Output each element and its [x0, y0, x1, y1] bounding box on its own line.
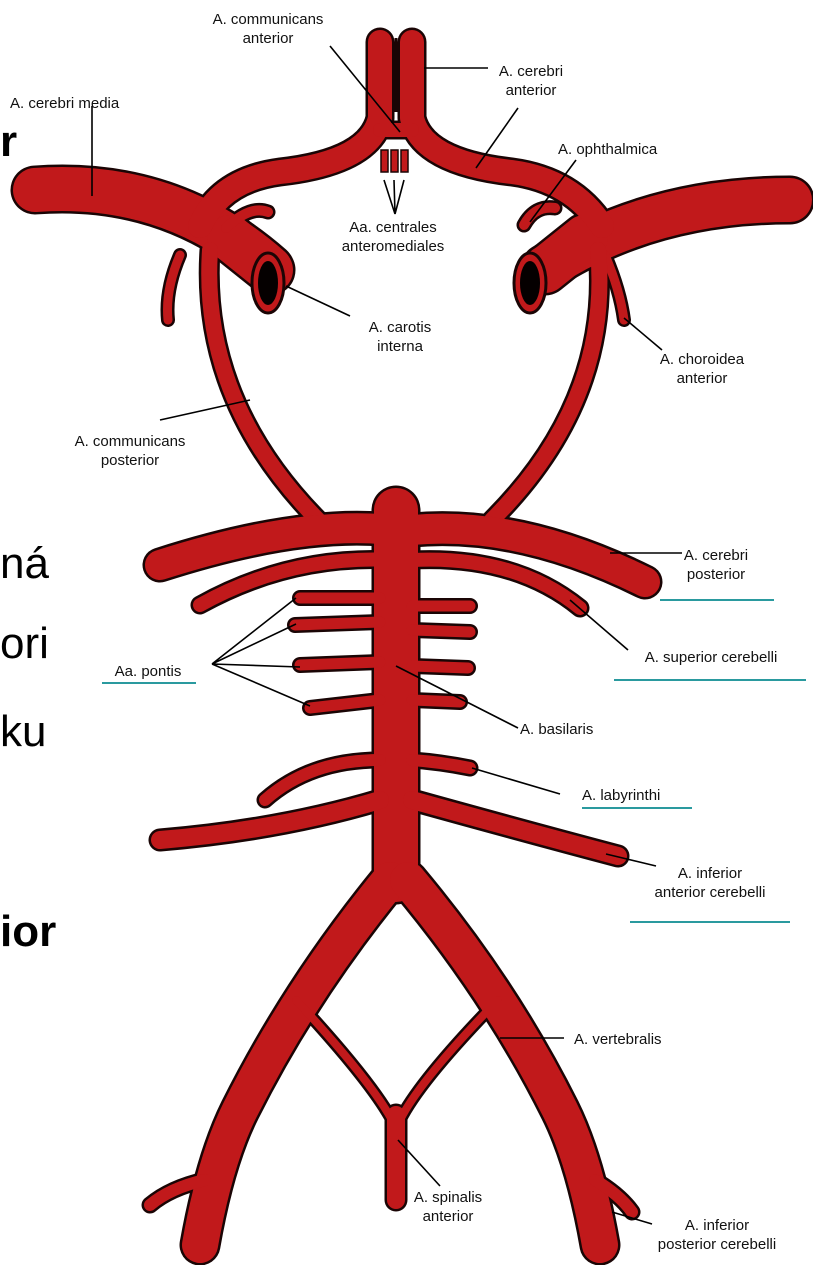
- label-centrales-anteromediales: Aa. centrales anteromediales: [308, 218, 478, 256]
- label-inferior-posterior-cerebelli: A. inferior posterior cerebelli: [636, 1216, 798, 1254]
- artery-carotis-segment-right: [545, 238, 585, 270]
- leader-labyrinthi: [472, 768, 560, 794]
- label-cerebri-anterior: A. cerebri anterior: [476, 62, 586, 100]
- artery-pontis-2-left: [295, 622, 380, 625]
- label-superior-cerebelli: A. superior cerebelli: [614, 648, 808, 667]
- label-choroidea-anterior: A. choroidea anterior: [632, 350, 772, 388]
- artery-spinalis-left: [296, 1000, 392, 1120]
- leader-pontis: [212, 598, 310, 706]
- carotis-lumen-right: [520, 261, 540, 305]
- label-inferior-anterior-cerebelli: A. inferior anterior cerebelli: [632, 864, 788, 902]
- carotid-cut-ends: [252, 253, 546, 313]
- artery-centrales-3: [401, 150, 408, 172]
- label-communicans-posterior: A. communicans posterior: [60, 432, 200, 470]
- carotis-lumen-left: [258, 261, 278, 305]
- artery-centrales-1: [381, 150, 388, 172]
- label-pontis: Aa. pontis: [100, 662, 196, 681]
- leader-choroidea: [624, 318, 662, 350]
- label-cerebri-media: A. cerebri media: [10, 94, 170, 113]
- label-basilaris: A. basilaris: [520, 720, 626, 739]
- label-ophthalmica: A. ophthalmica: [558, 140, 688, 159]
- artery-pontis-2-right: [412, 630, 470, 632]
- artery-centrales-2: [391, 150, 398, 172]
- leader-carotis: [286, 286, 350, 316]
- artery-pontis-3-right: [412, 666, 468, 668]
- artery-vertebralis-left: [200, 880, 390, 1245]
- artery-cerebri-anterior-left: [200, 42, 380, 226]
- artery-pontis-3-left: [300, 662, 380, 665]
- label-communicans-anterior: A. communicans anterior: [198, 10, 338, 48]
- label-spinalis-anterior: A. spinalis anterior: [398, 1188, 498, 1226]
- label-carotis-interna: A. carotis interna: [350, 318, 450, 356]
- label-cerebri-posterior: A. cerebri posterior: [666, 546, 766, 584]
- leader-centrales: [384, 180, 404, 214]
- label-vertebralis: A. vertebralis: [574, 1030, 704, 1049]
- leader-superior-cerebelli: [570, 600, 628, 650]
- artery-pontis-4-right: [412, 700, 460, 702]
- label-labyrinthi: A. labyrinthi: [582, 786, 692, 805]
